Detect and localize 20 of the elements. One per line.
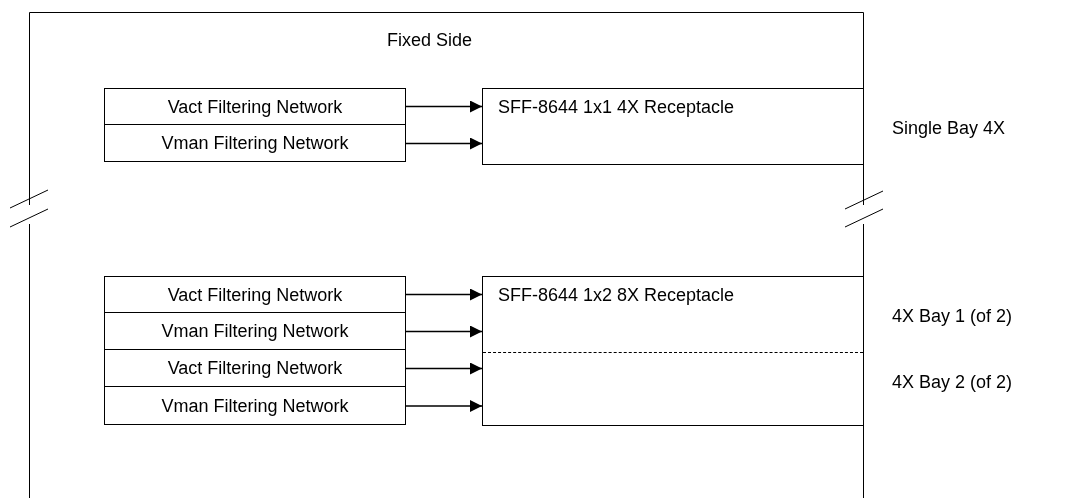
filter-box: Vman Filtering Network — [104, 313, 406, 350]
arrow — [405, 100, 483, 113]
receptacle-box — [482, 276, 864, 426]
arrow — [405, 137, 483, 150]
filter-box: Vact Filtering Network — [104, 276, 406, 313]
receptacle-name: SFF-8644 1x1 4X Receptacle — [498, 96, 735, 118]
filter-box: Vact Filtering Network — [104, 88, 406, 125]
arrow — [405, 288, 483, 301]
arrow — [405, 362, 483, 375]
frame-title: Fixed Side — [387, 29, 473, 51]
bay-label: 4X Bay 1 (of 2) — [892, 305, 1013, 327]
bay-label: 4X Bay 2 (of 2) — [892, 371, 1013, 393]
receptacle-box — [482, 88, 864, 165]
filter-box: Vact Filtering Network — [104, 350, 406, 387]
filter-box: Vman Filtering Network — [104, 387, 406, 425]
arrow — [405, 400, 483, 412]
receptacle-name: SFF-8644 1x2 8X Receptacle — [498, 284, 735, 306]
arrow — [405, 325, 483, 338]
bay-label: Single Bay 4X — [892, 117, 1006, 139]
filter-box: Vman Filtering Network — [104, 125, 406, 162]
